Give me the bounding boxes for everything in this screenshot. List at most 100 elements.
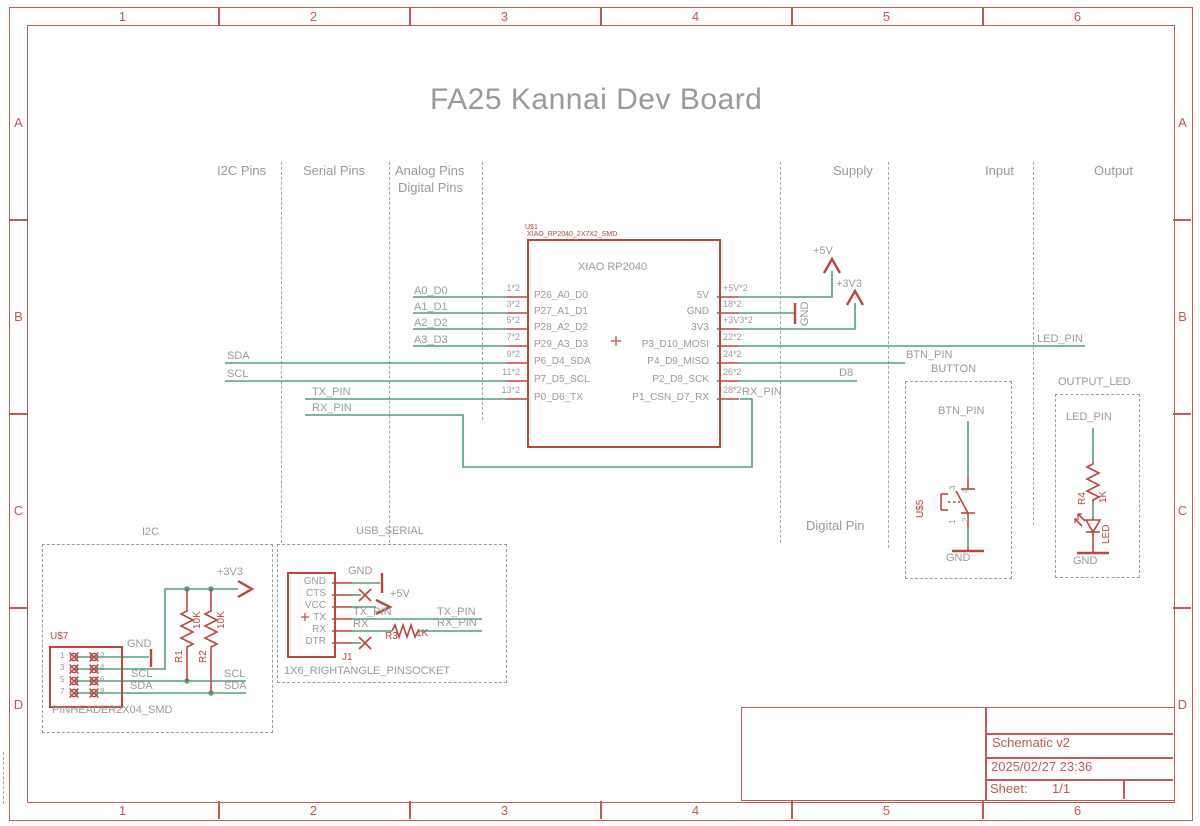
resistor-value: 10K <box>216 611 227 629</box>
column-separator <box>780 162 781 543</box>
frame-col-label: 3 <box>500 9 509 24</box>
ic-pin-name: P7_D5_SCL <box>534 374 590 385</box>
net-label: +5V <box>390 588 410 600</box>
column-separator <box>389 162 390 543</box>
net-label: RX_PIN <box>742 386 782 398</box>
resistor-value: 1K <box>416 628 429 639</box>
frame-tick <box>1173 607 1191 609</box>
net-label: D8 <box>839 367 854 379</box>
i2c-section-box <box>42 544 273 733</box>
title-block-divider <box>985 779 1173 781</box>
button-section-box <box>905 381 1012 579</box>
button-pin-number: 2 <box>961 517 970 522</box>
ic-pin-number: 26*2 <box>723 367 742 377</box>
title-block-doc-title: Schematic v2 <box>992 735 1071 750</box>
title-block-right-cell <box>985 707 1175 801</box>
ic-pin-number: 9*2 <box>506 349 520 359</box>
net-label: SDA <box>130 680 153 692</box>
button-pin-number: 3 <box>948 485 957 490</box>
column-separator <box>482 162 483 420</box>
pinsocket-pin-name: VCC <box>304 600 326 611</box>
pinsocket-refdes: J1 <box>342 652 353 663</box>
pinheader-pin-number: 7 <box>60 687 65 696</box>
ic-pin-name: P1_CSN_D7_RX <box>632 392 709 403</box>
column-separator <box>281 162 282 543</box>
title-block-sheet-label: Sheet: <box>990 781 1028 796</box>
net-label: GND <box>799 301 811 326</box>
ic-pin-number: 18*2 <box>723 299 742 309</box>
ic-pin-name: P28_A2_D2 <box>534 322 588 333</box>
net-label: A1_D1 <box>414 301 448 313</box>
output-led-section-box <box>1055 394 1140 578</box>
resistor-value: 10K <box>192 611 203 629</box>
button-section-label: BUTTON <box>931 363 977 375</box>
frame-tick <box>1173 413 1191 415</box>
net-label: GND <box>348 565 373 577</box>
ic-pin-name: P0_D6_TX <box>534 392 583 403</box>
net-label: +3V3 <box>836 278 862 290</box>
ic-pin-name: P27_A1_D1 <box>534 306 588 317</box>
frame-tick <box>218 801 220 819</box>
net-label: TX_PIN <box>437 606 476 618</box>
frame-row-label: C <box>13 503 24 518</box>
frame-row-label: B <box>1178 309 1187 324</box>
usb-serial-section-box <box>277 544 507 683</box>
pinheader-pin-number: 5 <box>60 675 65 684</box>
frame-col-label: 6 <box>1073 9 1082 24</box>
ic-pin-name: 3V3 <box>691 322 709 333</box>
title-block-sheet-value: 1/1 <box>1052 781 1071 796</box>
pinheader-part: PINHEADER2X04_SMD <box>52 704 173 716</box>
pinheader-pin-number: 8 <box>100 687 105 696</box>
ic-pin-name: P3_D10_MOSI <box>641 339 709 350</box>
frame-tick <box>9 413 27 415</box>
pinsocket-pin-name: TX <box>313 612 326 623</box>
button-pin-number: 1 <box>948 519 957 524</box>
frame-col-label: 4 <box>691 803 700 818</box>
frame-row-label: C <box>1177 503 1188 518</box>
frame-col-label: 1 <box>118 803 127 818</box>
net-label: A0_D0 <box>414 285 448 297</box>
led-refdes: LED <box>1101 524 1112 544</box>
ic-pin-number: 28*2 <box>723 385 742 395</box>
resistor-refdes: R1 <box>174 650 185 663</box>
title-block-left-cell <box>741 707 987 801</box>
net-label: SDA <box>224 680 247 692</box>
frame-row-label: D <box>13 697 24 712</box>
pinsocket-part: 1X6_RIGHTANGLE_PINSOCKET <box>284 665 451 677</box>
resistor-refdes: R4 <box>1077 492 1088 505</box>
button-refdes: U$5 <box>915 499 926 518</box>
frame-tick <box>409 801 411 819</box>
frame-tick <box>791 801 793 819</box>
frame-col-label: 5 <box>882 803 891 818</box>
net-label: GND <box>946 552 971 564</box>
pinheader-refdes: U$7 <box>50 631 69 642</box>
ic-package: XIAO_RP2040_2X7X2_SMD <box>527 231 618 238</box>
ic-pin-number: 1*2 <box>506 283 520 293</box>
frame-col-label: 4 <box>691 9 700 24</box>
column-separator <box>1033 162 1034 525</box>
ic-name: XIAO RP2040 <box>578 261 648 273</box>
frame-col-label: 6 <box>1073 803 1082 818</box>
header-input: Input <box>985 163 1014 178</box>
net-label: RX <box>353 618 369 630</box>
net-label: GND <box>127 638 152 650</box>
header-digital-pins: Digital Pins <box>398 180 464 195</box>
net-label: RX_PIN <box>437 617 477 629</box>
frame-row-label: D <box>1177 697 1188 712</box>
ic-pin-number: 11*2 <box>502 367 520 377</box>
frame-tick <box>600 801 602 819</box>
pinsocket-pin-name: GND <box>303 576 326 587</box>
net-label: GND <box>1073 555 1098 567</box>
frame-tick <box>982 7 984 25</box>
page-title: FA25 Kannai Dev Board <box>430 83 763 116</box>
ic-pin-number: 22*2 <box>723 332 742 342</box>
frame-col-label: 2 <box>309 803 318 818</box>
net-label: BTN_PIN <box>938 405 985 417</box>
ic-pin-name: P6_D4_SDA <box>534 356 591 367</box>
frame-row-label: A <box>14 115 23 130</box>
frame-col-label: 2 <box>309 9 318 24</box>
frame-col-label: 1 <box>118 9 127 24</box>
net-label: LED_PIN <box>1037 333 1083 345</box>
net-label: A2_D2 <box>414 317 448 329</box>
frame-tick <box>1173 219 1191 221</box>
